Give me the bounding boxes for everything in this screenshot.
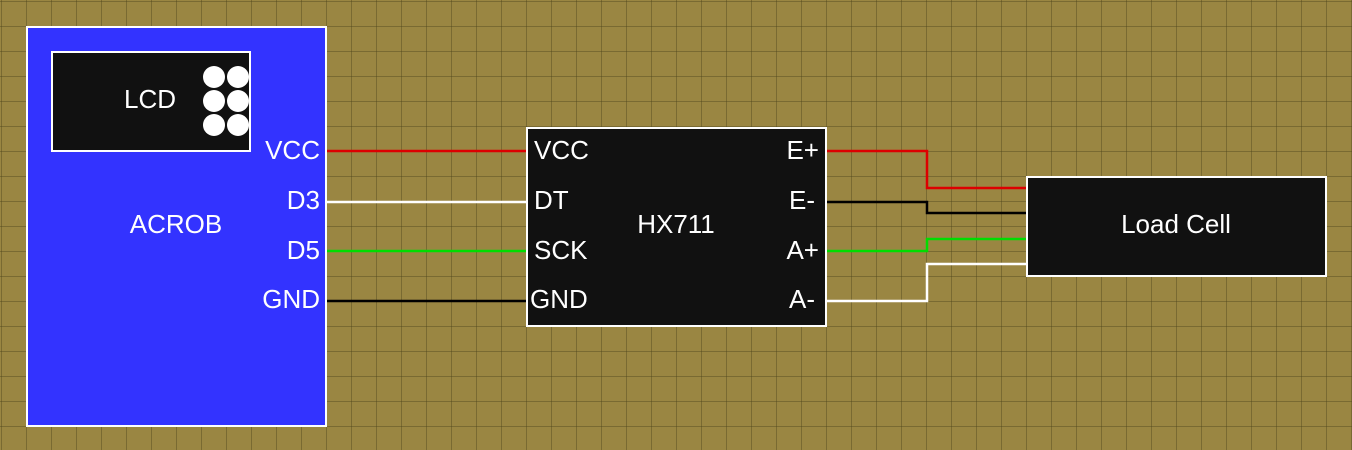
hx711-pin-e-plus: E+ [786, 135, 819, 165]
hx711-pin-sck: SCK [534, 235, 588, 265]
acrob-pin-vcc: VCC [265, 135, 320, 165]
lcd-dot [227, 90, 249, 112]
wire-e-plus [827, 149, 1027, 190]
lcd-dot [203, 90, 225, 112]
load-cell-label: Load Cell [1121, 209, 1231, 239]
acrob-pin-d5: D5 [287, 235, 320, 265]
hx711-pin-e-minus: E- [789, 185, 815, 215]
hx711-pin-vcc: VCC [534, 135, 589, 165]
lcd-dot [227, 114, 249, 136]
lcd-dot [227, 66, 249, 88]
hx711-module [526, 127, 827, 327]
hx711-pin-gnd: GND [530, 284, 588, 314]
acrob-pin-gnd: GND [262, 284, 320, 314]
lcd-label: LCD [124, 84, 176, 114]
lcd-dot [203, 66, 225, 88]
wire-a-minus [827, 262, 1027, 303]
hx711-label: HX711 [637, 209, 715, 239]
acrob-pin-d3: D3 [287, 185, 320, 215]
lcd-connector-dots [203, 66, 249, 136]
hx711-pin-a-minus: A- [789, 284, 815, 314]
wire-a-plus [827, 237, 1027, 253]
hx711-pin-a-plus: A+ [786, 235, 819, 265]
wire-e-minus [827, 200, 1027, 215]
hx711-pin-dt: DT [534, 185, 569, 215]
acrob-label: ACROB [130, 209, 222, 239]
load-cell [1026, 176, 1327, 277]
lcd-dot [203, 114, 225, 136]
